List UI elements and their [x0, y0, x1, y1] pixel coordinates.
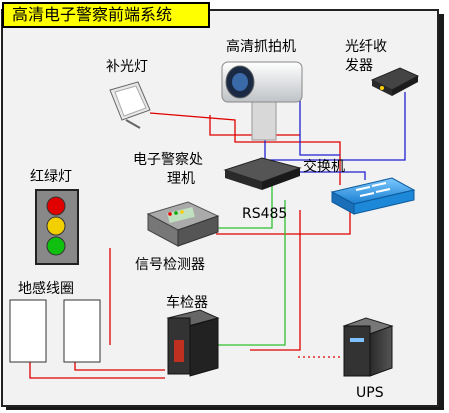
label-signal-detector: 信号检测器 — [135, 257, 205, 273]
red-line-switch — [299, 208, 351, 235]
label-loop-coil: 地感线圈 — [18, 281, 74, 297]
red-line-detector-vertical — [216, 233, 301, 351]
loop-coil-left — [9, 299, 47, 363]
green-line-vehicle-detector — [218, 200, 286, 346]
loop-coil-right — [63, 299, 101, 363]
traffic-light — [35, 189, 79, 265]
police-processor — [223, 157, 302, 190]
label-vehicle-detector: 车检器 — [166, 295, 208, 311]
label-processor-2: 理机 — [167, 171, 195, 187]
hd-camera — [221, 61, 303, 141]
diagram-title: 高清电子警察前端系统 — [2, 2, 210, 28]
fill-light — [109, 81, 151, 129]
ups-unit — [342, 317, 394, 377]
vehicle-detector — [166, 309, 220, 377]
label-ups: UPS — [356, 385, 384, 401]
label-transceiver-1: 光纤收 — [345, 39, 387, 55]
green-line-detector — [216, 182, 273, 229]
label-processor-1: 电子警察处 — [133, 152, 203, 168]
red-line-light-switch — [149, 112, 341, 185]
blue-line-processor-switch — [298, 171, 366, 180]
label-fill-light: 补光灯 — [106, 59, 148, 75]
network-switch — [330, 177, 416, 215]
label-rs485: RS485 — [242, 206, 288, 222]
label-traffic-light: 红绿灯 — [30, 169, 72, 185]
label-camera: 高清抓拍机 — [226, 39, 296, 55]
label-transceiver-2: 发器 — [345, 58, 373, 74]
signal-detector — [146, 201, 220, 247]
label-switch: 交换机 — [303, 159, 345, 175]
fiber-transceiver — [370, 67, 420, 96]
